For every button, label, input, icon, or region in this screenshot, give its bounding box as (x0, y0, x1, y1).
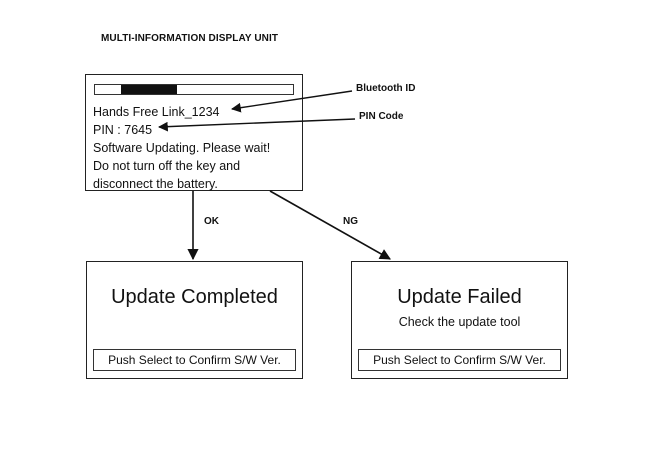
ng-branch-label: NG (343, 216, 358, 227)
diagram-title: MULTI-INFORMATION DISPLAY UNIT (101, 33, 279, 44)
pin-code-pointer (158, 118, 356, 132)
confirm-sw-version-prompt-ng: Push Select to Confirm S/W Ver. (358, 349, 561, 371)
bluetooth-id-line: Hands Free Link_1234 (93, 105, 220, 119)
display-screen-updating: Hands Free Link_1234 PIN : 7645 Software… (85, 74, 303, 191)
ok-branch-label: OK (204, 216, 219, 227)
pin-line: PIN : 7645 (93, 123, 153, 137)
warning-line-2: disconnect the battery. (93, 177, 218, 191)
display-screen-completed: Update Completed Push Select to Confirm … (86, 261, 303, 379)
display-message: Hands Free Link_1234 PIN : 7645 Software… (93, 103, 270, 193)
update-progress-bar (94, 84, 294, 95)
update-progress-fill (121, 85, 177, 94)
bluetooth-id-pointer (231, 90, 353, 113)
update-failed-subtext: Check the update tool (398, 315, 521, 329)
pin-code-callout: PIN Code (359, 111, 404, 122)
status-line: Software Updating. Please wait! (93, 141, 271, 155)
warning-line-1: Do not turn off the key and (93, 159, 241, 173)
ng-arrow (269, 190, 391, 260)
bluetooth-id-callout: Bluetooth ID (356, 83, 416, 94)
display-screen-failed: Update Failed Check the update tool Push… (351, 261, 568, 379)
update-failed-heading: Update Failed (397, 286, 522, 308)
confirm-sw-version-prompt-ok: Push Select to Confirm S/W Ver. (93, 349, 296, 371)
update-completed-heading: Update Completed (111, 286, 278, 308)
